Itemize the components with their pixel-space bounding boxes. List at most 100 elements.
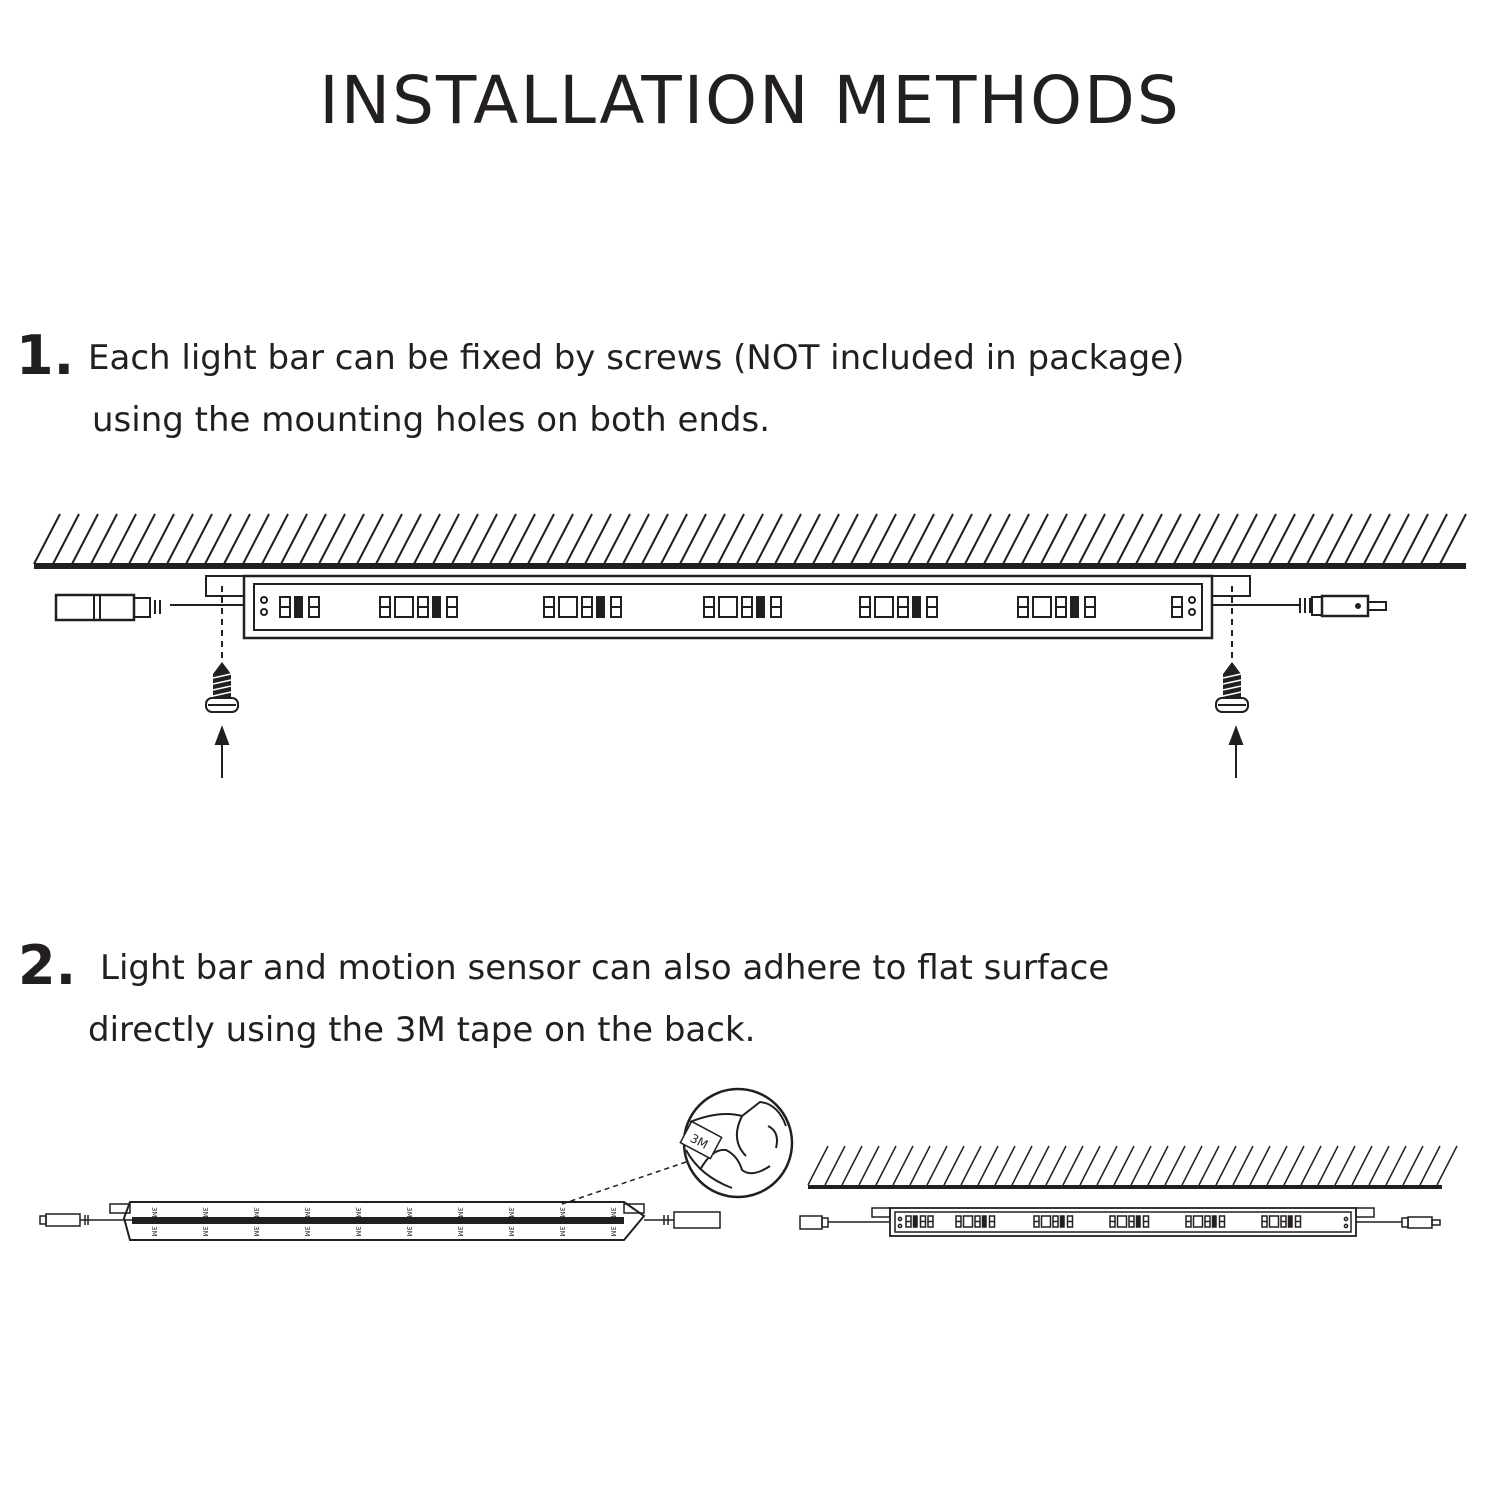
hatch-line [1436,1145,1458,1186]
hatch-line [841,1145,863,1186]
hatch-line [185,513,213,565]
right-screw-icon [1215,662,1249,713]
tape-back-diagram: 3M3M3M3M3M3M3M3M3M3M3M3M3M3M3M3M3M3M3M3M… [39,1087,794,1241]
led-dot [897,1216,903,1222]
led-chip-filled [1070,596,1079,618]
hatch-line [147,513,175,565]
adhered-bar-diagram [799,1145,1458,1237]
hatch-line [223,513,251,565]
hatch-line [960,1145,982,1186]
hatch-line [1021,513,1049,565]
hatch-line [1385,1145,1407,1186]
led-chip-filled [1135,1215,1141,1228]
hatch-line [1079,1145,1101,1186]
hatch-line [451,513,479,565]
left-dc-connector [54,593,161,622]
tape-label: 3M [609,1207,617,1218]
left-up-arrow-icon [214,725,230,778]
hatch-line [1344,513,1372,565]
hatch-line [736,513,764,565]
hatch-line [1268,513,1296,565]
led-dot [1343,1223,1349,1229]
surface-hatch [807,1145,1458,1186]
led-dot [1343,1216,1349,1222]
hatch-line [1028,1145,1050,1186]
hatch-line [1154,513,1182,565]
hatch-line [869,513,897,565]
hatch-line [964,513,992,565]
page-title: INSTALLATION METHODS [319,62,1181,139]
hatch-line [413,513,441,565]
led-chip-filled [432,596,441,618]
led-square [558,596,578,618]
hatch-line [1173,513,1201,565]
hatch-line [1382,513,1410,565]
step-1-number: 1. [16,324,75,387]
led-chip-filled [294,596,303,618]
hatch-line [793,513,821,565]
tape-bar-left-connector [39,1213,132,1227]
hatch-line [1130,1145,1152,1186]
hatch-line [90,513,118,565]
led-dot [260,596,268,604]
tape-label: 3M [507,1207,515,1218]
hatch-line [71,513,99,565]
hatch-line [1078,513,1106,565]
tape-label: 3M [150,1226,158,1237]
hatch-line [907,513,935,565]
tape-strip [132,1217,624,1224]
led-row [260,596,1196,618]
hatch-line [1164,1145,1186,1186]
hatch-line [755,513,783,565]
led-chip-filled [1287,1215,1293,1228]
hatch-line [394,513,422,565]
tape-bar-body [122,1201,646,1241]
hatch-line [1059,513,1087,565]
tape-label: 3M [609,1226,617,1237]
step-1: 1. Each light bar can be fixed by screws… [0,325,1500,465]
tape-label: 3M [303,1207,311,1218]
hatch-line [1002,513,1030,565]
hatch-line [1116,513,1144,565]
tape-label: 3M [507,1226,515,1237]
hatch-line [1011,1145,1033,1186]
led-chip-filled [596,596,605,618]
hatch-line [1419,1145,1441,1186]
hatch-line [489,513,517,565]
hatch-line [1232,1145,1254,1186]
hatch-line [356,513,384,565]
led-square [1032,596,1052,618]
hatch-line [1230,513,1258,565]
hatch-line [1334,1145,1356,1186]
callout-line [561,1159,693,1205]
tape-label: 3M [456,1226,464,1237]
hatch-line [1249,1145,1271,1186]
hatch-line [166,513,194,565]
led-square [1268,1215,1280,1228]
hatch-line [926,1145,948,1186]
hatch-line [546,513,574,565]
led-chip-filled [1211,1215,1217,1228]
hatch-line [875,1145,897,1186]
tape-label: 3M [405,1226,413,1237]
hatch-line [717,513,745,565]
hatch-line [1306,513,1334,565]
hatch-line [807,1145,829,1186]
hatch-line [1181,1145,1203,1186]
hatch-line [33,513,61,565]
hatch-line [1325,513,1353,565]
hatch-line [1096,1145,1118,1186]
led-square [718,596,738,618]
hatch-line [943,1145,965,1186]
hatch-line [888,513,916,565]
hatch-line [1062,1145,1084,1186]
tape-label: 3M [150,1207,158,1218]
hatch-line [1097,513,1125,565]
peel-tape-magnifier-icon [679,1087,794,1199]
light-bar-body [242,574,1214,640]
hatch-line [1211,513,1239,565]
hatch-line [128,513,156,565]
led-dot [897,1223,903,1229]
hatch-line [1198,1145,1220,1186]
